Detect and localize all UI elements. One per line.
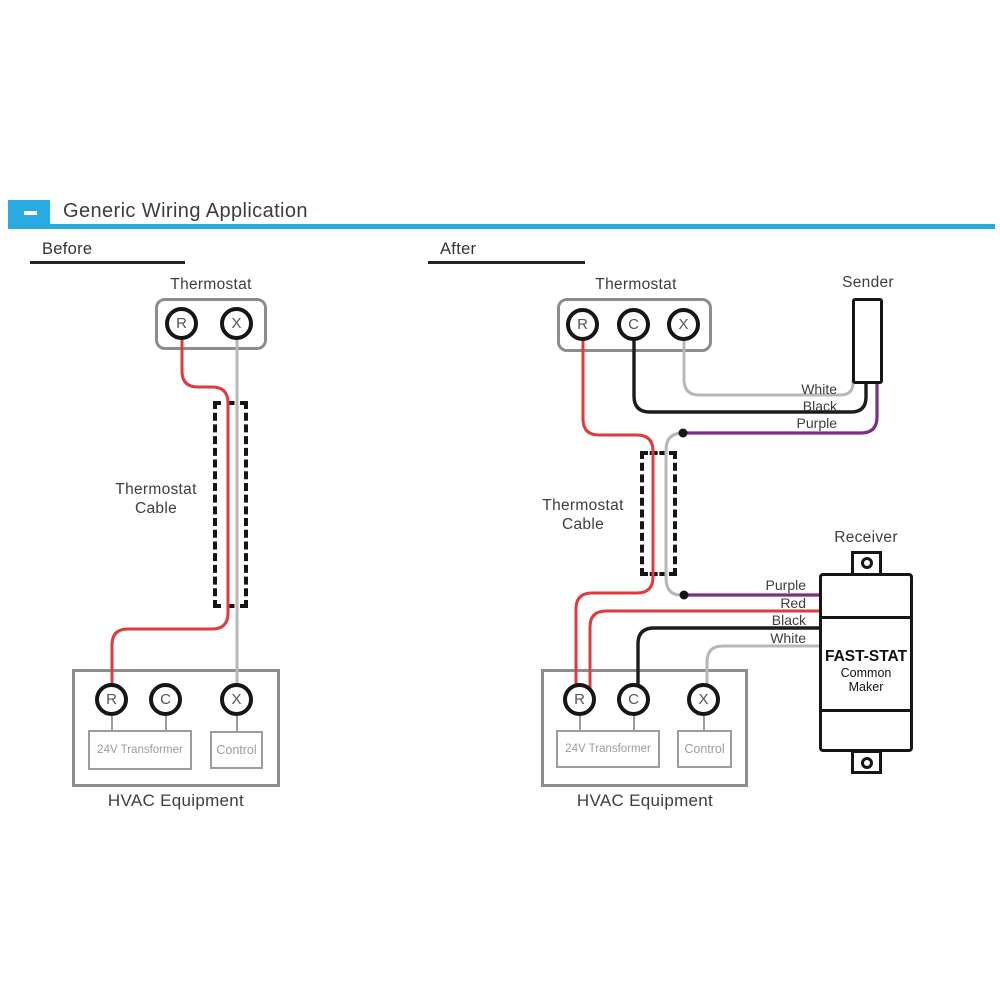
after-thermostat-terminal-c: C xyxy=(617,308,650,341)
receiver-divider-top xyxy=(822,616,910,619)
before-hvac-box xyxy=(72,669,280,787)
before-underline xyxy=(30,261,185,264)
after-transformer-label: 24V Transformer xyxy=(565,743,651,755)
receiver-divider-bottom xyxy=(822,709,910,712)
before-cable-line1: Thermostat xyxy=(115,481,197,498)
before-control-label: Control xyxy=(216,743,257,757)
after-control-box: Control xyxy=(677,730,732,768)
wire-after-black-receiver xyxy=(636,626,822,700)
receiver-top-screw-icon xyxy=(861,557,873,569)
after-hvac-terminal-c: C xyxy=(617,683,650,716)
before-thermostat-terminal-x: X xyxy=(220,307,253,340)
before-hvac-terminal-r: R xyxy=(95,683,128,716)
before-stem-r xyxy=(111,716,113,730)
page-title: Generic Wiring Application xyxy=(63,200,308,222)
receiver-wire-label-red: Red xyxy=(780,595,806,611)
before-hvac-terminal-c: C xyxy=(149,683,182,716)
receiver-wire-label-black: Black xyxy=(771,612,806,628)
after-control-label: Control xyxy=(684,742,725,756)
junction-dot-top xyxy=(678,428,688,438)
before-stem-x xyxy=(236,716,238,731)
after-stem-c xyxy=(633,716,635,730)
after-cable-line2: Cable xyxy=(561,516,604,533)
wire-after-red-thermostat xyxy=(574,330,655,700)
after-thermostat-cable-box xyxy=(640,451,677,576)
wire-before-red-r xyxy=(110,330,230,700)
before-section-label: Before xyxy=(42,240,93,258)
wire-after-purple-sender xyxy=(683,380,879,435)
after-hvac-label: HVAC Equipment xyxy=(576,791,714,810)
after-underline xyxy=(428,261,585,264)
before-thermostat-terminal-r: R xyxy=(165,307,198,340)
sender-wire-label-white: White xyxy=(801,381,837,397)
before-hvac-label: HVAC Equipment xyxy=(107,791,245,810)
receiver-device-name: FAST-STAT xyxy=(824,648,908,665)
receiver-device-subtitle: Common Maker xyxy=(840,666,892,694)
sender-box xyxy=(852,298,883,384)
before-thermostat-box xyxy=(155,298,267,350)
before-hvac-terminal-x: X xyxy=(220,683,253,716)
receiver-box xyxy=(819,573,913,752)
wire-after-white-receiver xyxy=(705,644,822,700)
receiver-wire-label-purple: Purple xyxy=(765,577,806,593)
brand-dash-icon: - xyxy=(24,211,37,215)
before-cable-line2: Cable xyxy=(134,500,177,517)
after-hvac-terminal-x: X xyxy=(687,683,720,716)
sender-label: Sender xyxy=(842,274,894,291)
after-cable-line1: Thermostat xyxy=(542,497,624,514)
after-transformer-box: 24V Transformer xyxy=(556,730,660,768)
after-hvac-terminal-r: R xyxy=(563,683,596,716)
before-thermostat-label: Thermostat xyxy=(170,276,252,293)
before-stem-c xyxy=(165,716,167,730)
receiver-label: Receiver xyxy=(834,529,898,546)
junction-dot-bottom xyxy=(679,590,689,600)
after-stem-r xyxy=(579,716,581,730)
before-control-box: Control xyxy=(210,731,263,769)
after-hvac-box xyxy=(541,669,748,787)
before-transformer-label: 24V Transformer xyxy=(97,744,183,756)
after-stem-x xyxy=(703,716,705,730)
after-thermostat-terminal-r: R xyxy=(566,308,599,341)
sender-wire-label-black: Black xyxy=(802,398,837,414)
before-transformer-box: 24V Transformer xyxy=(88,730,192,770)
wire-after-red-receiver xyxy=(588,609,822,700)
wire-after-black-sender xyxy=(632,330,868,414)
wire-after-white-sender xyxy=(682,330,855,397)
receiver-bottom-screw-icon xyxy=(861,757,873,769)
wire-after-gray-cable xyxy=(664,431,686,597)
receiver-wire-label-white: White xyxy=(770,630,806,646)
title-accent-rule xyxy=(50,224,995,229)
after-section-label: After xyxy=(440,240,477,258)
after-thermostat-label: Thermostat xyxy=(595,276,677,293)
before-thermostat-cable-box xyxy=(213,401,248,608)
after-thermostat-terminal-x: X xyxy=(667,308,700,341)
sender-wire-label-purple: Purple xyxy=(796,415,837,431)
